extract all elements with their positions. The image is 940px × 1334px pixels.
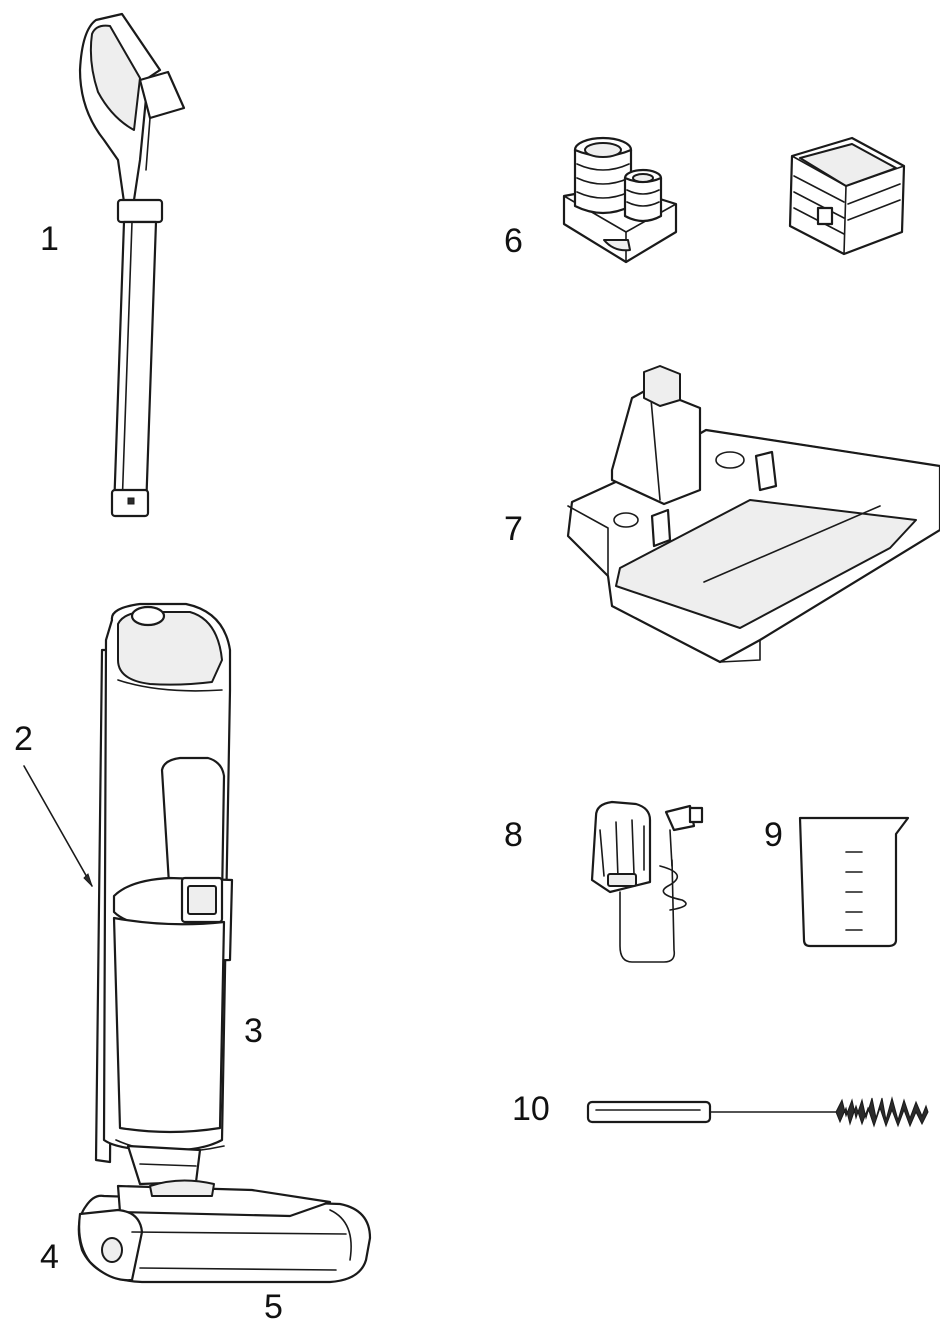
part-label-10: 10 — [512, 1090, 550, 1128]
cleaning-brush-icon — [586, 1096, 929, 1128]
measuring-cup-icon — [798, 816, 910, 948]
handle-tube-icon — [78, 12, 186, 518]
floor-head-roller-icon — [77, 1179, 372, 1284]
part-label-2: 2 — [14, 720, 33, 758]
part-label-6: 6 — [504, 222, 523, 260]
charging-tray-icon — [566, 365, 940, 664]
part-label-9: 9 — [764, 816, 783, 854]
part-label-8: 8 — [504, 816, 523, 854]
part-label-1: 1 — [40, 220, 59, 258]
power-adapter-icon — [590, 800, 704, 963]
vacuum-main-body-icon — [94, 602, 234, 1186]
part-label-3: 3 — [244, 1012, 263, 1050]
part-label-4: 4 — [40, 1238, 59, 1276]
leader-line-2 — [23, 765, 93, 887]
part-label-5: 5 — [264, 1288, 283, 1326]
filter-set-icon — [562, 136, 906, 264]
part-label-7: 7 — [504, 510, 523, 548]
